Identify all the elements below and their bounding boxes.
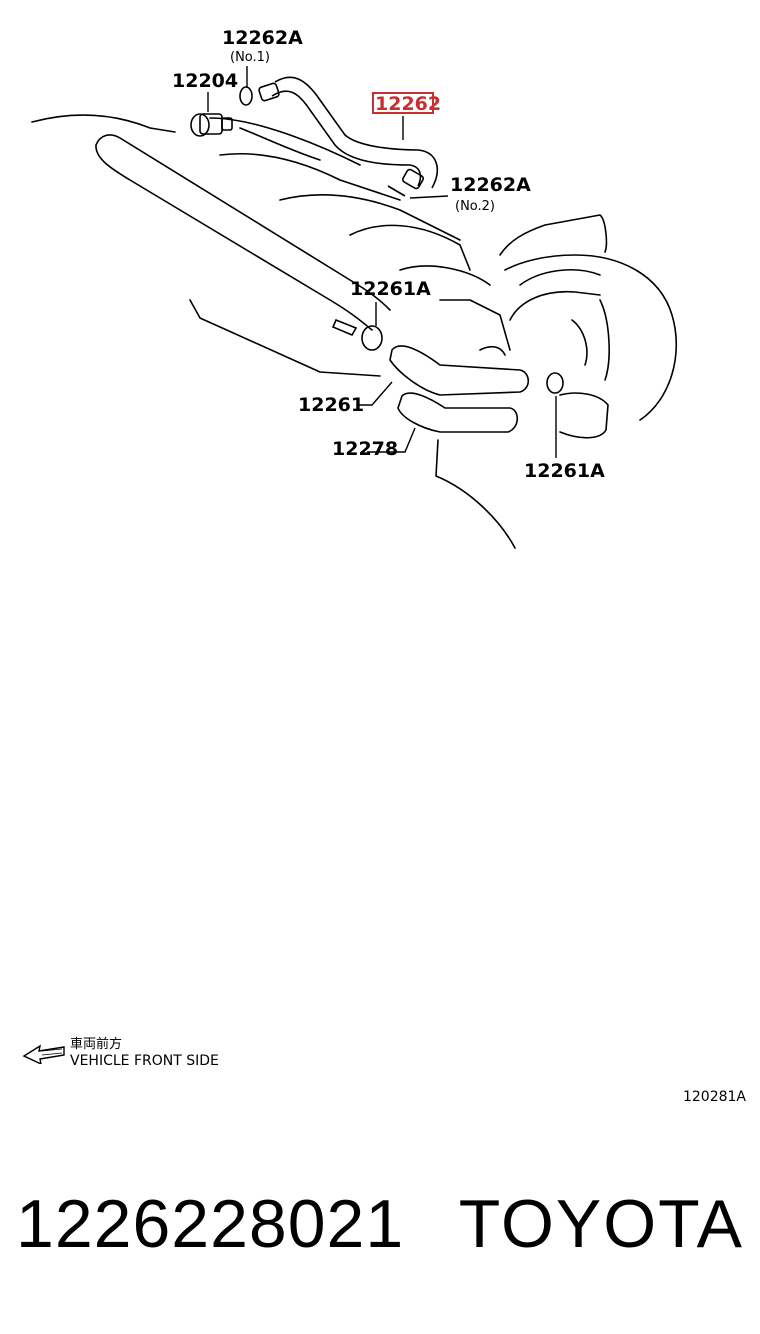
label-12261: 12261 <box>298 394 364 416</box>
hose-12278 <box>397 392 519 433</box>
leader-lines <box>207 66 557 458</box>
pcv-valve-12204 <box>190 113 233 137</box>
label-12204: 12204 <box>172 70 238 92</box>
part-number: 1226228021 <box>16 1186 405 1262</box>
front-side-label-ja: 車両前方 <box>70 1037 123 1052</box>
brand-name: TOYOTA <box>458 1186 744 1262</box>
footer: 1226228021 TOYOTA <box>0 1185 760 1285</box>
label-12261A-right: 12261A <box>524 460 605 482</box>
highlight-box <box>372 92 434 114</box>
front-side-label-en: VEHICLE FRONT SIDE <box>70 1053 219 1069</box>
engine-outline <box>31 114 678 549</box>
hose-12261 <box>389 345 530 396</box>
label-12262A-top: 12262A <box>222 27 303 49</box>
front-direction-arrow-icon <box>22 1044 65 1064</box>
label-12262A-mid-sub: (No.2) <box>455 199 495 214</box>
label-12262A-top-sub: (No.1) <box>230 50 270 65</box>
label-12262-highlight[interactable]: 12262 <box>375 93 441 115</box>
figure-ref-code: 120281A <box>682 1089 746 1105</box>
hose-12262 <box>258 76 439 190</box>
label-12262A-mid: 12262A <box>450 174 531 196</box>
parts-diagram: 12262A (No.1) 12204 12262 12262A (No.2) … <box>31 27 678 549</box>
label-12261A-left: 12261A <box>350 278 431 300</box>
clamp-parts <box>239 86 564 394</box>
label-12278: 12278 <box>332 438 398 460</box>
